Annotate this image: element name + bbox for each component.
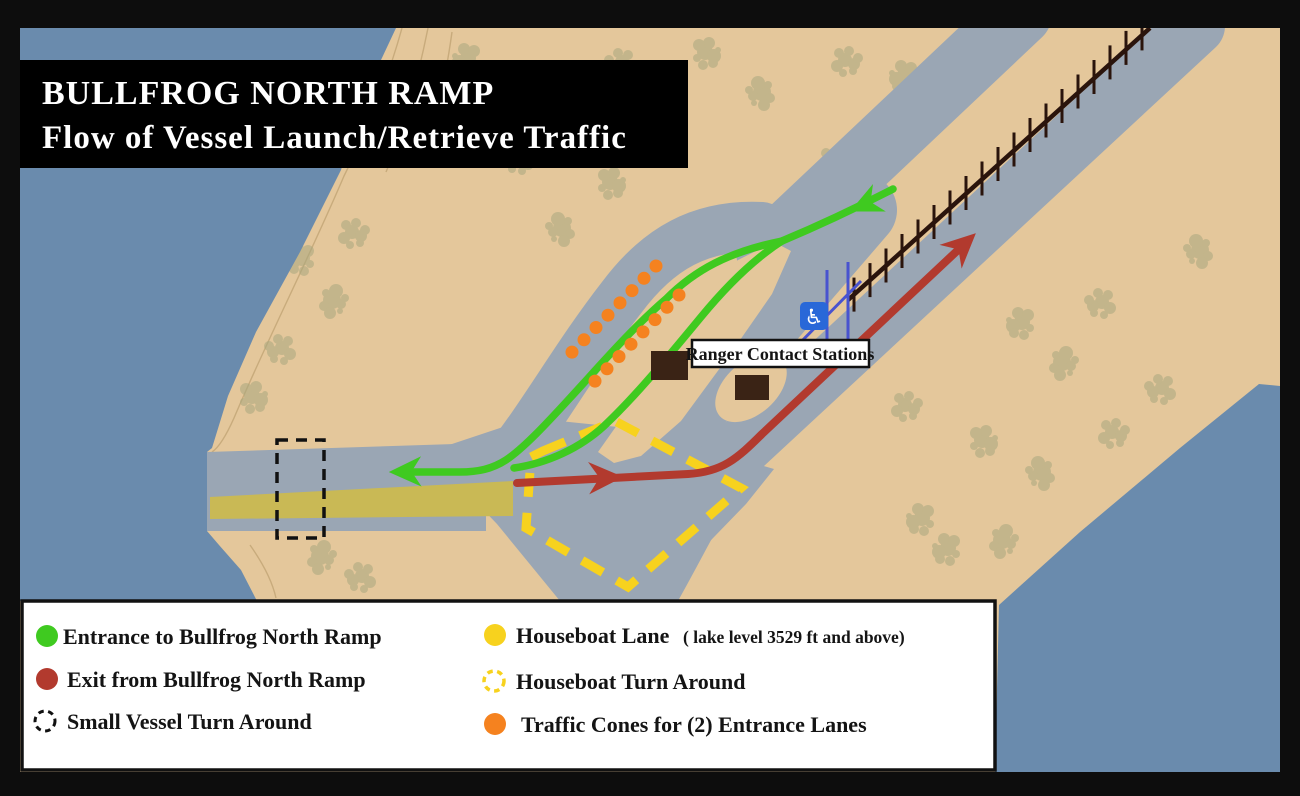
vegetation-patch: [1049, 346, 1079, 381]
vegetation-patch: [891, 391, 923, 422]
legend-label: Entrance to Bullfrog North Ramp: [63, 624, 382, 649]
legend: Entrance to Bullfrog North Ramp Exit fro…: [20, 599, 997, 772]
label-text: Ranger Contact Stations: [686, 344, 875, 364]
traffic-cone: [577, 333, 591, 347]
vegetation-patch: [1084, 288, 1116, 319]
lake-water-southeast: [995, 384, 1280, 772]
vegetation-patch: [906, 503, 934, 536]
traffic-cone: [636, 325, 650, 339]
ranger-building-large: [651, 351, 688, 380]
vegetation-patch: [264, 334, 296, 365]
vegetation-patch: [745, 76, 775, 111]
traffic-cone: [565, 345, 579, 359]
traffic-cone: [600, 362, 614, 376]
vegetation-patch: [344, 562, 376, 593]
traffic-cone: [589, 321, 603, 334]
legend-label: Houseboat Lane: [516, 623, 670, 648]
legend-label: Exit from Bullfrog North Ramp: [67, 667, 366, 692]
accessible-icon-box: [800, 302, 828, 330]
entrance-highway-road: [736, 28, 1049, 284]
exit-route-line: [513, 246, 962, 487]
vegetation-patch: [1006, 307, 1034, 340]
small-vessel-turnaround-outline: [275, 438, 326, 540]
entrance-arrowhead-top: [849, 183, 886, 212]
entrance-route-top: [778, 185, 897, 245]
houseboat-turnaround-outline: [521, 416, 749, 593]
vegetation-patch: [889, 60, 917, 93]
vegetation-patch: [338, 218, 370, 249]
wheelchair-icon: ♿: [805, 305, 824, 329]
traffic-cone: [672, 288, 686, 302]
vegetation-patch: [932, 533, 960, 566]
legend-orange-dot: [484, 713, 506, 735]
exit-flow-path: [513, 233, 976, 495]
vegetation-patch: [545, 212, 575, 247]
legend-yellow-dashed-circle: [482, 669, 506, 693]
legend-note: ( lake level 3529 ft and above): [683, 627, 905, 647]
vegetation-patch: [693, 37, 721, 70]
traffic-cone: [612, 350, 626, 363]
legend-red-dot: [36, 668, 58, 690]
ranger-building-small: [735, 375, 769, 400]
ranger-station-buildings: [651, 351, 769, 400]
launch-ramp-hatch: [846, 28, 1152, 312]
lake-water-west: [20, 28, 396, 601]
vegetation-patch: [307, 540, 337, 575]
vegetation-patch: [1183, 234, 1213, 269]
traffic-cone: [601, 308, 615, 322]
traffic-cone: [624, 337, 638, 351]
entrance-arrowhead-ramp: [388, 456, 422, 487]
exit-arrowhead-end: [939, 233, 976, 269]
vegetation-patch: [831, 46, 863, 77]
legend-box: [20, 599, 997, 772]
traffic-cone: [625, 284, 639, 298]
label-box: [690, 338, 871, 369]
legend-black-dashed-circle: [33, 709, 57, 733]
vegetation-patch: [1098, 418, 1130, 449]
exit-arrowhead-mid: [588, 461, 624, 495]
vegetation-patch: [989, 524, 1019, 559]
ranger-contact-stations-label: Ranger Contact Stations: [686, 338, 875, 369]
legend-label: Houseboat Turn Around: [516, 669, 745, 694]
traffic-cone: [613, 296, 627, 310]
traffic-cones: [565, 259, 686, 388]
vegetation-patch: [970, 425, 998, 458]
legend-green-dot: [36, 625, 58, 647]
traffic-cone: [648, 313, 662, 327]
vegetation-patch: [598, 167, 626, 200]
title-block: BULLFROG NORTH RAMP Flow of Vessel Launc…: [20, 60, 688, 168]
accessible-parking-icon: ♿: [800, 302, 828, 330]
page-subtitle: Flow of Vessel Launch/Retrieve Traffic: [42, 120, 627, 156]
vegetation-patch: [1025, 456, 1055, 491]
legend-label: Traffic Cones for (2) Entrance Lanes: [521, 712, 867, 737]
traffic-cone: [649, 259, 663, 273]
traffic-cone: [588, 374, 602, 388]
legend-label: Small Vessel Turn Around: [67, 709, 312, 734]
title-background: [20, 60, 688, 168]
vegetation-patch: [1144, 374, 1176, 405]
traffic-cone: [637, 271, 651, 285]
legend-yellow-dot: [484, 624, 506, 646]
page-title: BULLFROG NORTH RAMP: [42, 75, 494, 112]
entrance-lane-left: [400, 237, 786, 476]
houseboat-lane-marking: [210, 481, 513, 519]
vegetation-patch: [240, 381, 268, 414]
traffic-cone: [660, 300, 674, 314]
vegetation-patch: [319, 284, 349, 319]
